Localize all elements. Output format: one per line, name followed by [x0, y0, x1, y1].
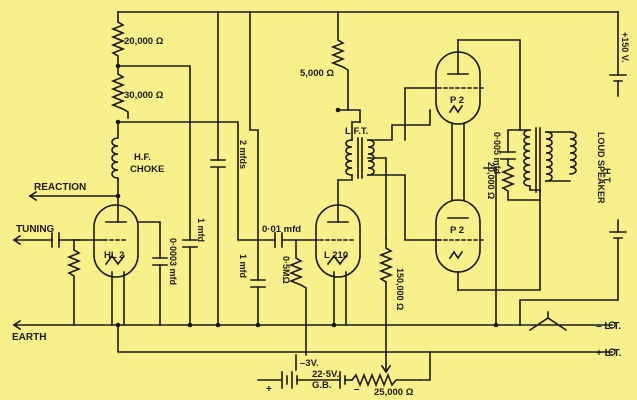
valve-hl2: [93, 195, 139, 278]
terminal-plus-lt[interactable]: [608, 348, 616, 356]
label-plus150: +150 V.: [620, 32, 630, 62]
wire-p2-filaments: [451, 123, 465, 201]
resistor-30000: [110, 65, 129, 119]
label-r-150000: 150,000 Ω: [395, 268, 405, 310]
tuning-arrow: [12, 234, 22, 246]
wire-l210-cathode: [333, 271, 347, 326]
label-minus-lt: – L.T.: [596, 321, 621, 332]
wire-speaker-primary: [519, 129, 541, 191]
label-lft: L.F.T.: [345, 126, 368, 137]
ht-battery-top: [609, 74, 627, 82]
label-earth: EARTH: [12, 332, 46, 343]
speaker-coil: [569, 131, 577, 175]
gb-wire: [257, 354, 297, 381]
label-v225: 22·5V.: [312, 369, 339, 380]
label-r-20000: 20,000 Ω: [124, 36, 164, 47]
junction: [255, 322, 261, 328]
terminal-minus-lt[interactable]: [608, 321, 616, 329]
label-c-1mfd-b: 1 mfd: [238, 254, 248, 278]
label-c-2mfds: 2 mfds: [238, 140, 248, 169]
label-plus-lt: + L.T.: [596, 348, 622, 359]
label-tuning: TUNING: [16, 224, 55, 235]
capacitor-tuning: [51, 232, 60, 248]
label-r-5000: 5,000 Ω: [300, 68, 334, 79]
capacitor-2mfd: [210, 159, 226, 168]
label-c-1mfd-a: 1 mfd: [196, 218, 206, 242]
reaction-arrow: [28, 190, 38, 202]
gb-battery-left: [281, 371, 298, 389]
label-minus3v: –3V.: [300, 358, 319, 369]
label-r-20000b: 20,000 Ω: [486, 162, 496, 199]
lft-primary: [345, 139, 353, 176]
hf-choke-coil: [111, 121, 119, 197]
wire-coupling: [217, 121, 319, 241]
label-c-0005: 0·005 mfd: [492, 132, 502, 174]
output-transformer-secondary: [545, 131, 553, 182]
ht-battery-bottom: [609, 231, 627, 239]
label-plus: +: [266, 384, 272, 395]
wire-p2-bottom-cathode: [483, 167, 497, 326]
valve-p2-top: [431, 39, 485, 125]
label-c-0003: 0·0003 mfd: [168, 238, 178, 285]
wire-lft-secondary: [367, 109, 441, 241]
label-hf: H.F.: [134, 152, 151, 163]
label-c-001: 0·01 mfd: [262, 224, 301, 235]
junction: [187, 322, 193, 328]
valve-l210: [315, 179, 361, 278]
wire-0003: [137, 221, 161, 326]
wire-decoupling: [117, 65, 191, 241]
capacitor-1mfd-left: [182, 239, 198, 248]
valve-label-p2-bottom: P 2: [450, 225, 464, 236]
label-r-25000: 25,000 Ω: [374, 387, 414, 398]
label-r-30000: 30,000 Ω: [124, 90, 164, 101]
label-minus: –: [354, 384, 360, 395]
wire-hl2-cathode: [111, 271, 125, 326]
wire-speaker-link: [545, 131, 571, 182]
valve-label-l210: L 210: [324, 250, 348, 261]
label-choke: CHOKE: [130, 164, 164, 175]
label-loud-speaker: LOUD SPEAKER: [596, 132, 606, 204]
junction: [115, 322, 121, 328]
resistor-5000: [330, 11, 349, 111]
earth-arrow: [12, 319, 22, 331]
valve-label-hl2: HL 2: [104, 250, 124, 261]
junction: [493, 322, 499, 328]
resistor-grid-leak: [66, 239, 82, 326]
wire-5000-to-lft: [337, 109, 361, 123]
label-ht: H.T.: [602, 168, 612, 184]
switch-symbol[interactable]: [528, 311, 568, 332]
wire-p2-bottom-anode: [457, 189, 541, 291]
lft-core: [357, 137, 363, 179]
output-transformer-core: [535, 127, 541, 193]
resistor-20000: [110, 11, 126, 65]
ht-battery-lead: [519, 237, 619, 326]
capacitor-1mfd-mid: [250, 279, 266, 288]
potentiometer-25000[interactable]: [350, 372, 421, 388]
wire-lft-ct: [367, 157, 387, 239]
junction: [215, 322, 221, 328]
junction: [331, 322, 337, 328]
label-r-05m: 0·5MΩ: [281, 256, 291, 284]
wire-lft-primary: [337, 121, 361, 181]
wire-p2-top-anode: [457, 39, 521, 131]
wire-pot-right: [419, 351, 431, 381]
label-gb: G.B.: [312, 380, 332, 391]
potentiometer-wiper: [380, 354, 392, 374]
wire-tone: [507, 129, 521, 166]
resistor-05m: [288, 239, 307, 356]
capacitor-0003: [152, 257, 168, 266]
resistor-20000b: [500, 163, 541, 201]
resistor-150000: [378, 237, 394, 356]
output-transformer-primary: [523, 129, 531, 191]
plus-lt-rail: [117, 324, 613, 353]
wire-1mfd-mid: [249, 11, 259, 326]
label-reaction: REACTION: [34, 182, 86, 193]
wire-p2-top-grid: [404, 87, 433, 141]
capacitor-001: [274, 232, 283, 248]
capacitor-0005: [500, 151, 516, 160]
valve-p2-bottom: [431, 199, 485, 291]
valve-label-p2-top: P 2: [450, 95, 464, 106]
